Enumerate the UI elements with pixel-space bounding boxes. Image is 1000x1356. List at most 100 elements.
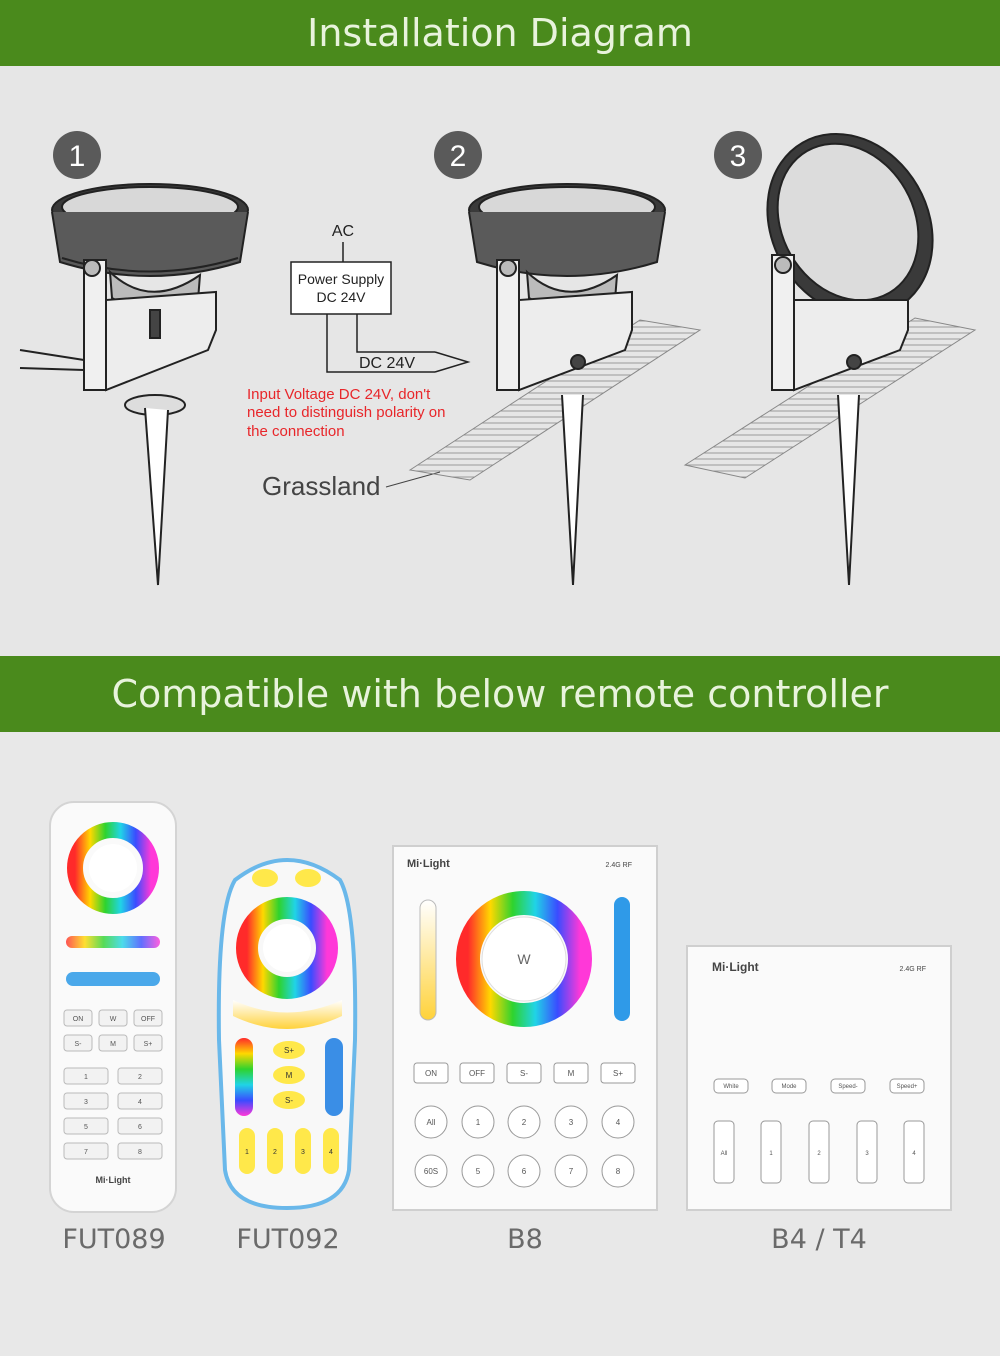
fut092-brightness-slider[interactable] (235, 1038, 253, 1116)
b4-speed-up-button[interactable] (889, 1078, 925, 1094)
fut092-speed-up-button[interactable] (273, 1041, 305, 1059)
fut092-zone-4[interactable] (323, 1128, 339, 1174)
fut089-zone-1[interactable] (63, 1067, 109, 1085)
b8-brightness-slider[interactable] (614, 897, 630, 1021)
fut092-speed-down-button[interactable] (273, 1091, 305, 1109)
fut092-mode-button[interactable] (273, 1066, 305, 1084)
b8-zone-8-label: 8 (616, 1167, 621, 1176)
fut089-speed-down-label: S- (75, 1041, 83, 1048)
b4-color-slider[interactable] (714, 995, 924, 1009)
voltage-note-line-3: the connection (247, 423, 345, 440)
b8-timer-button[interactable] (414, 1154, 448, 1188)
fut092-white-slider[interactable] (233, 1000, 342, 1029)
fut092-on-button[interactable] (252, 869, 278, 887)
fut089-brand-logo: Mi·Light (96, 1175, 131, 1185)
fut089-zone-6[interactable] (117, 1117, 163, 1135)
fut089-mode-button[interactable] (98, 1034, 128, 1052)
b4-zone-4-label: 4 (912, 1151, 916, 1157)
fut092-zone-1[interactable] (239, 1128, 255, 1174)
fut089-zone-4[interactable] (117, 1092, 163, 1110)
fut089-speed-down-button[interactable] (63, 1034, 93, 1052)
b4-zone-2[interactable] (808, 1120, 830, 1184)
fut089-zone-2[interactable] (117, 1067, 163, 1085)
fut092-off-button[interactable] (295, 869, 321, 887)
installation-diagram: 1 2 3 AC Power Supply DC 24V DC 24V Inpu (19, 131, 977, 586)
b8-zone-6-label: 6 (522, 1167, 527, 1176)
fut089-zone-7[interactable] (63, 1142, 109, 1160)
b8-white-button[interactable] (481, 916, 567, 1002)
b8-zone-6[interactable] (507, 1154, 541, 1188)
b8-zone-4-label: 4 (616, 1118, 621, 1127)
b8-white-slider[interactable] (419, 899, 437, 1021)
power-supply-voltage: DC 24V (316, 289, 366, 305)
installation-banner: Installation Diagram (0, 0, 1000, 66)
fut092-label: FUT092 (236, 1224, 340, 1255)
b4-white-slider[interactable] (714, 1040, 809, 1052)
grassland-label: Grassland (262, 471, 381, 501)
fut089-zone-8[interactable] (117, 1142, 163, 1160)
wiring-diagram: AC Power Supply DC 24V DC 24V Input Volt… (247, 223, 471, 501)
fut089-on-label: ON (73, 1016, 84, 1023)
b8-zone-all-label: All (427, 1118, 436, 1127)
b4-zone-3[interactable] (856, 1120, 878, 1184)
fut089-brightness-slider[interactable] (66, 972, 160, 986)
fut092-color-wheel[interactable] (236, 897, 338, 999)
fut089-off-button[interactable] (133, 1009, 163, 1027)
power-supply-label: Power Supply (298, 271, 384, 287)
b4-zone-2-label: 2 (817, 1151, 821, 1157)
fut089-zone-5[interactable] (63, 1117, 109, 1135)
b8-zone-all[interactable] (414, 1105, 448, 1139)
fut089-on-button[interactable] (63, 1009, 93, 1027)
b8-zone-3-label: 3 (569, 1118, 574, 1127)
b8-mode-label: M (568, 1069, 575, 1078)
fut089-zone-7-label: 7 (84, 1149, 88, 1156)
b8-off-button[interactable] (459, 1062, 495, 1084)
fut089-color-wheel[interactable] (67, 822, 159, 914)
b8-zone-1[interactable] (461, 1105, 495, 1139)
b8-color-wheel[interactable] (456, 891, 592, 1027)
b8-on-button[interactable] (413, 1062, 449, 1084)
fut092-saturation-slider[interactable] (325, 1038, 343, 1116)
b4-zone-1[interactable] (760, 1120, 782, 1184)
fut089-zone-4-label: 4 (138, 1099, 142, 1106)
fut092-zone-2-label: 2 (273, 1149, 277, 1156)
b8-zone-4[interactable] (601, 1105, 635, 1139)
b4-zone-all-label: All (721, 1151, 728, 1157)
b4-zone-1-label: 1 (769, 1151, 773, 1157)
fut092-zone-2[interactable] (267, 1128, 283, 1174)
b8-zone-5[interactable] (461, 1154, 495, 1188)
voltage-note-line-1: Input Voltage DC 24V, don't (247, 386, 431, 403)
fut089-w-button[interactable] (98, 1009, 128, 1027)
b4-rf-label: 2.4G RF (900, 966, 926, 973)
b4-mode-button[interactable] (771, 1078, 807, 1094)
fut092-zone-3[interactable] (295, 1128, 311, 1174)
b4-label: B4 / T4 (771, 1224, 867, 1255)
b8-speed-up-button[interactable] (600, 1062, 636, 1084)
fut089-zone-5-label: 5 (84, 1124, 88, 1131)
fut089-white-slider[interactable] (66, 936, 160, 948)
b8-zone-3[interactable] (554, 1105, 588, 1139)
b4-zone-4[interactable] (903, 1120, 925, 1184)
b4-speed-up-label: Speed+ (897, 1084, 918, 1090)
b8-zone-8[interactable] (601, 1154, 635, 1188)
fut089-zone-3[interactable] (63, 1092, 109, 1110)
remote-fut092: S+ M S- 1 2 3 4 (216, 858, 358, 1211)
b8-zone-2[interactable] (507, 1105, 541, 1139)
b4-zone-all[interactable] (713, 1120, 735, 1184)
b8-label: B8 (507, 1224, 543, 1255)
b4-white-button[interactable] (713, 1078, 749, 1094)
b4-speed-down-button[interactable] (830, 1078, 866, 1094)
fut092-speed-up-label: S+ (284, 1046, 294, 1055)
remote-fut089: ON W OFF S- M S+ 1 2 3 4 5 6 7 8 Mi·Ligh… (49, 801, 177, 1213)
fut089-speed-up-button[interactable] (133, 1034, 163, 1052)
fut089-zone-2-label: 2 (138, 1074, 142, 1081)
b8-mode-button[interactable] (553, 1062, 589, 1084)
fut089-speed-up-label: S+ (144, 1041, 153, 1048)
spotlight-step-2 (468, 183, 666, 586)
b4-zone-3-label: 3 (865, 1151, 869, 1157)
b8-speed-down-label: S- (520, 1069, 528, 1078)
b8-speed-down-button[interactable] (506, 1062, 542, 1084)
b4-brightness-slider[interactable] (831, 1040, 926, 1052)
b8-zone-7[interactable] (554, 1154, 588, 1188)
b8-on-label: ON (425, 1069, 437, 1078)
